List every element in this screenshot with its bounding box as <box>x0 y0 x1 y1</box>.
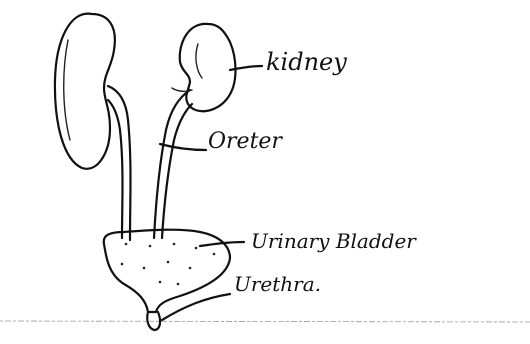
kidney-label: kidney <box>266 50 347 74</box>
urinary-bladder-label: Urinary Bladder <box>251 231 416 251</box>
ureter-pointer-line <box>160 144 206 150</box>
bladder-pointer-line <box>200 242 244 246</box>
left-kidney-inner-line <box>64 40 70 140</box>
ureter-label: Oreter <box>208 131 282 153</box>
left-ureter-outer <box>108 86 131 240</box>
right-kidney-inner-line <box>196 44 202 78</box>
right-kidney <box>180 24 236 111</box>
urinary-bladder <box>104 230 230 312</box>
page-rule-line <box>0 321 530 322</box>
urethra-label: Urethra. <box>234 274 321 294</box>
